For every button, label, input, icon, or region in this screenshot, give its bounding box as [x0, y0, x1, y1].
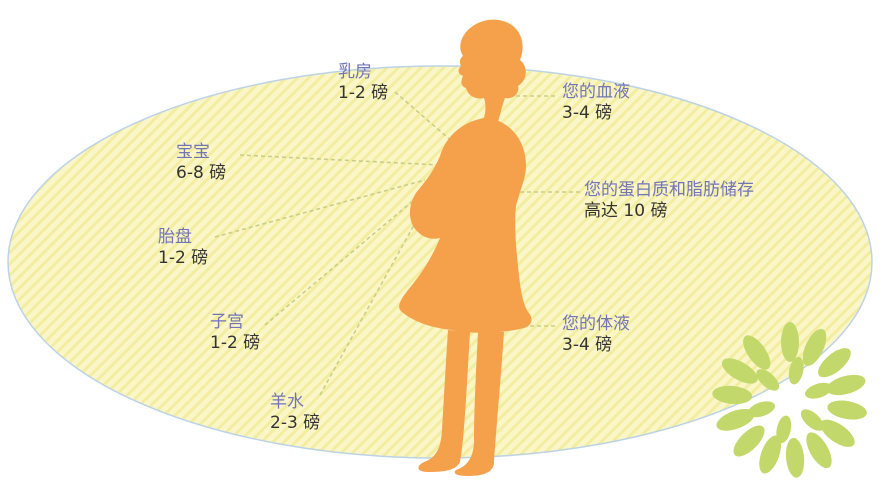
label-baby: 宝宝 6-8 磅 — [176, 142, 226, 185]
label-body-fluid-name: 您的体液 — [562, 314, 630, 334]
leader-lines — [214, 91, 580, 396]
label-placenta-name: 胎盘 — [158, 227, 192, 247]
label-baby-value: 6-8 磅 — [176, 163, 227, 184]
arm-shape — [496, 132, 523, 206]
leader-line-amniotic — [319, 204, 426, 396]
label-uterus-value: 1-2 磅 — [210, 333, 261, 354]
label-uterus-name: 子宫 — [210, 312, 244, 332]
label-amniotic-value: 2-3 磅 — [270, 413, 321, 434]
label-breasts-value: 1-2 磅 — [338, 83, 389, 104]
leader-line-uterus — [264, 194, 421, 326]
label-blood: 您的血液 3-4 磅 — [562, 82, 630, 125]
label-placenta: 胎盘 1-2 磅 — [158, 227, 208, 270]
label-protein-fat: 您的蛋白质和脂肪储存 高达 10 磅 — [584, 180, 754, 223]
label-baby-name: 宝宝 — [176, 142, 210, 162]
label-placenta-value: 1-2 磅 — [158, 248, 209, 269]
pregnant-woman-silhouette-icon — [399, 19, 532, 476]
label-body-fluid: 您的体液 3-4 磅 — [562, 314, 630, 357]
label-blood-name: 您的血液 — [562, 82, 630, 102]
leader-line-baby — [239, 154, 441, 166]
label-amniotic-name: 羊水 — [270, 392, 304, 412]
label-breasts-name: 乳房 — [338, 62, 372, 82]
label-protein-fat-name: 您的蛋白质和脂肪储存 — [584, 180, 754, 200]
label-amniotic: 羊水 2-3 磅 — [270, 392, 320, 435]
leaf-burst-decoration-icon — [712, 322, 867, 478]
label-body-fluid-value: 3-4 磅 — [562, 335, 613, 356]
legs-shape — [418, 330, 504, 476]
label-breasts: 乳房 1-2 磅 — [338, 62, 388, 105]
label-uterus: 子宫 1-2 磅 — [210, 312, 260, 355]
leader-line-placenta — [214, 179, 426, 238]
body-shape — [399, 118, 532, 333]
label-blood-value: 3-4 磅 — [562, 103, 613, 124]
head-shape — [458, 19, 526, 123]
label-protein-fat-value: 高达 10 磅 — [584, 201, 668, 222]
